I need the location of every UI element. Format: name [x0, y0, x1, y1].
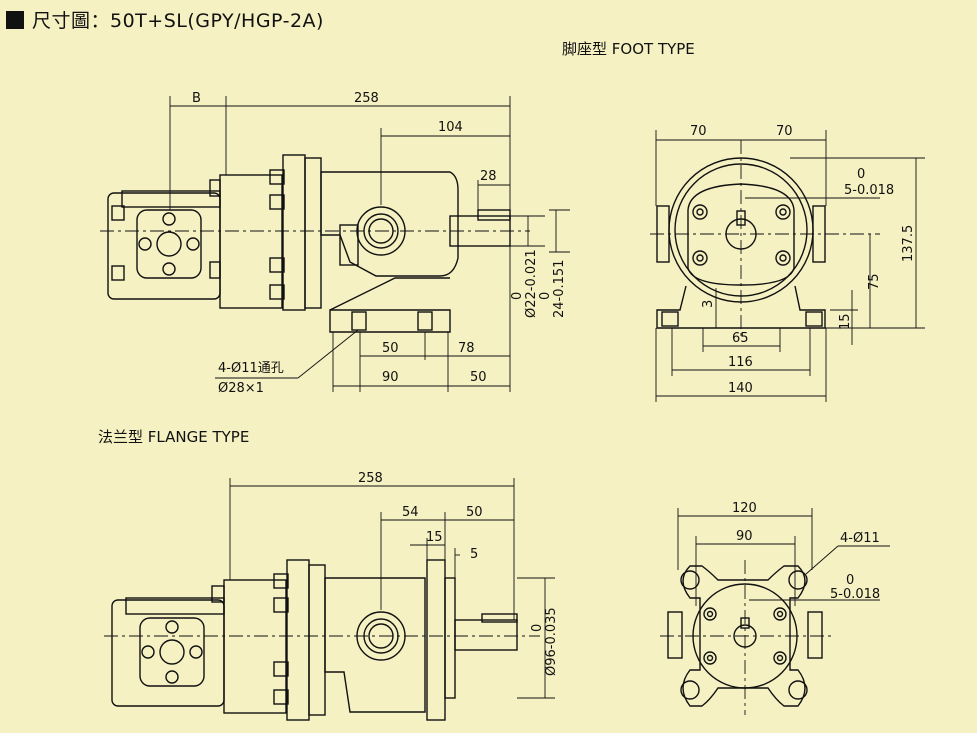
side-boss-left	[667, 611, 683, 659]
dim-B: B	[192, 91, 201, 106]
foot-type-label: 脚座型 FOOT TYPE	[562, 40, 695, 58]
key-tol-top: 0	[846, 573, 854, 588]
flange-plate	[286, 559, 310, 721]
dim-116: 116	[728, 355, 753, 370]
foot-hole	[351, 311, 367, 331]
dim-140: 140	[728, 381, 753, 396]
key-tol-top: 0	[857, 167, 865, 182]
title-square-marker	[6, 10, 24, 29]
small-pump-boss-top	[111, 205, 125, 221]
dim-50b: 50	[470, 370, 487, 385]
dim-15: 15	[838, 313, 853, 330]
flange-holes: 4-Ø11	[840, 531, 880, 546]
foot-side-view: B 258 104 28 0 Ø22-0.021 0 24-0.151	[100, 91, 570, 396]
small-pump-cover	[139, 617, 205, 687]
small-pump-body	[111, 599, 225, 707]
housing-lug	[209, 179, 221, 197]
dim-78: 78	[458, 341, 475, 356]
side-boss-right	[807, 611, 823, 659]
dim-258: 258	[354, 91, 379, 106]
square-flange	[682, 565, 806, 707]
pilot-spigot	[444, 577, 456, 699]
dim-120: 120	[732, 501, 757, 516]
flange-type-label: 法兰型 FLANGE TYPE	[98, 428, 249, 446]
dim-70a: 70	[690, 124, 707, 139]
dim-50: 50	[466, 505, 483, 520]
pilot-tol-top: 0	[530, 624, 545, 632]
small-pump-boss-bottom	[111, 265, 125, 281]
dim-75: 75	[867, 273, 882, 290]
dim-5: 5	[470, 547, 478, 562]
cover-bolt	[162, 212, 176, 226]
main-pump-body	[320, 171, 459, 277]
dim-70b: 70	[776, 124, 793, 139]
flange-hole	[788, 570, 808, 590]
cover-bolt	[186, 237, 200, 251]
flange-hole	[788, 680, 808, 700]
end-body-outer	[668, 157, 814, 303]
small-pump-port	[159, 639, 185, 665]
housing-bolt	[269, 257, 285, 273]
small-pump-body	[107, 192, 221, 300]
housing-bolt	[269, 169, 285, 185]
cover-bolt	[162, 262, 176, 276]
dim-3: 3	[701, 300, 716, 308]
coupling-housing	[219, 174, 283, 309]
dim-90: 90	[736, 529, 753, 544]
dim-65: 65	[732, 331, 749, 346]
small-pump-port	[156, 231, 182, 257]
end-flange	[687, 183, 795, 286]
housing-lug	[209, 261, 221, 279]
flange-hole	[680, 680, 700, 700]
dim-137-5: 137.5	[901, 225, 916, 262]
flange-end-view: 120 90 4-Ø11 0 5-0.018	[660, 501, 890, 715]
foot-rib	[329, 277, 450, 311]
shaft-length: 24-0.151	[552, 260, 567, 318]
dim-104: 104	[438, 120, 463, 135]
body-rib	[339, 224, 359, 266]
coupling-housing	[223, 579, 287, 714]
port-core	[368, 623, 394, 649]
shaft-key	[481, 613, 518, 623]
mounting-flange	[426, 559, 446, 721]
dim-258: 258	[358, 471, 383, 486]
foot-hole	[417, 311, 433, 331]
flange-plate-2	[308, 564, 326, 716]
flange-side-view: 258 54 50 15 5 0 Ø96-0.035	[104, 471, 559, 721]
dim-28: 28	[480, 169, 497, 184]
dim-50a: 50	[382, 341, 399, 356]
foot-base	[329, 309, 451, 333]
main-pump-body	[324, 577, 426, 713]
cover-bolt	[138, 237, 152, 251]
foot-end-view: 70 70 0 5-0.018 137.5 75 15 3 65	[650, 124, 925, 402]
dim-54: 54	[402, 505, 419, 520]
housing-bolt	[269, 284, 285, 300]
foot-pad	[805, 311, 823, 327]
foot-pad	[661, 311, 679, 327]
shaft-dia-tol-top: 0	[510, 292, 525, 300]
title-block: 尺寸圖：50T+SL(GPY/HGP-2A)	[6, 6, 324, 33]
dim-15: 15	[426, 530, 443, 545]
flange-plate	[282, 154, 306, 311]
flange-hole	[680, 570, 700, 590]
shaft-diameter: Ø22-0.021	[524, 249, 539, 318]
key-width: 5-0.018	[830, 587, 880, 602]
hole-note-2: Ø28×1	[218, 381, 264, 396]
hole-note-1: 4-Ø11通孔	[218, 361, 284, 376]
dim-90: 90	[382, 370, 399, 385]
shaft-len-tol-top: 0	[538, 292, 553, 300]
small-pump-cover	[136, 209, 202, 279]
key-width: 5-0.018	[844, 183, 894, 198]
flange-plate-2	[304, 157, 322, 309]
housing-bolt	[269, 194, 285, 210]
drawing-title: 尺寸圖：50T+SL(GPY/HGP-2A)	[32, 10, 324, 32]
pilot-diameter: Ø96-0.035	[544, 607, 559, 676]
shaft	[454, 619, 518, 651]
shaft-key	[477, 209, 511, 221]
